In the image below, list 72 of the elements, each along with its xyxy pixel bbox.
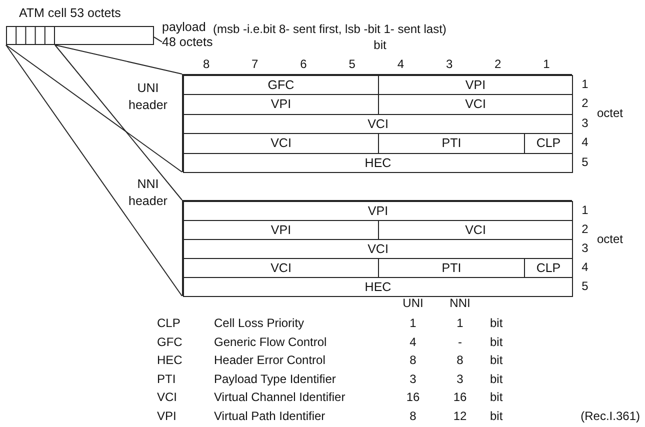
octet-number: 2 bbox=[580, 222, 590, 236]
octet-number: 3 bbox=[580, 241, 590, 255]
projection-line bbox=[6, 44, 182, 172]
octet-number: 3 bbox=[580, 116, 590, 130]
bit-count: 1 bbox=[456, 316, 464, 330]
axis-title: octet bbox=[597, 106, 624, 120]
octet-number: 2 bbox=[580, 96, 590, 110]
field-name: Generic Flow Control bbox=[214, 334, 328, 349]
bit-count: 16 bbox=[452, 390, 468, 404]
octet-number: 1 bbox=[580, 77, 590, 91]
leader-line bbox=[154, 36, 162, 42]
unit-label: bit bbox=[490, 334, 504, 349]
bit-count: 3 bbox=[408, 372, 418, 386]
bit-count: 8 bbox=[408, 409, 418, 423]
header-table bbox=[182, 74, 572, 172]
unit-label: bit bbox=[490, 372, 504, 386]
header-label: UNI header bbox=[128, 80, 168, 114]
unit-label: bit bbox=[490, 390, 504, 404]
axis-title: bit bbox=[372, 38, 388, 52]
abbreviation: HEC bbox=[157, 353, 184, 368]
reference-note: (Rec.I.361) bbox=[580, 409, 640, 423]
octet-number: 4 bbox=[580, 135, 590, 150]
header-table bbox=[182, 200, 572, 296]
field-name: Payload Type Identifier bbox=[214, 372, 337, 386]
unit-label: bit bbox=[490, 409, 504, 423]
field-name: Cell Loss Priority bbox=[214, 316, 306, 330]
unit-label: bit bbox=[490, 353, 504, 368]
bit-order-note: (msb -i.e.bit 8- sent first, lsb -bit 1- sent last) bbox=[213, 22, 448, 36]
octet-number: 5 bbox=[580, 279, 590, 293]
header-field: GFC bbox=[183, 75, 379, 96]
projection-line bbox=[54, 44, 182, 200]
abbreviation: VCI bbox=[157, 390, 178, 404]
bit-count: 8 bbox=[456, 353, 464, 368]
bit-number: 3 bbox=[444, 57, 454, 71]
bit-number: 7 bbox=[250, 57, 260, 71]
field-name: Virtual Path Identifier bbox=[214, 409, 326, 423]
unit-label: bit bbox=[490, 316, 504, 330]
abbreviation: PTI bbox=[157, 372, 177, 386]
octet-number: 5 bbox=[580, 154, 590, 169]
cell-title: ATM cell 53 octets bbox=[19, 6, 121, 20]
header-field: HEC bbox=[183, 152, 573, 173]
field-name: Header Error Control bbox=[214, 353, 326, 368]
octet-number: 4 bbox=[580, 260, 590, 274]
bit-count: 3 bbox=[456, 372, 464, 386]
bit-count: 12 bbox=[452, 409, 468, 423]
header-label: NNI header bbox=[128, 176, 168, 210]
header-field: VCI bbox=[183, 239, 573, 259]
field-name: Virtual Channel Identifier bbox=[214, 390, 346, 404]
abbreviation: CLP bbox=[157, 316, 182, 330]
column-header: UNI bbox=[402, 296, 424, 310]
header-field: VPI bbox=[183, 201, 573, 221]
bit-count: 16 bbox=[405, 390, 421, 404]
bit-number: 1 bbox=[542, 57, 551, 71]
projection-line bbox=[6, 44, 182, 296]
bit-number: 6 bbox=[299, 57, 308, 71]
projection-line bbox=[54, 44, 182, 74]
bit-count: 1 bbox=[408, 316, 418, 330]
header-field: VPI bbox=[378, 75, 573, 96]
bit-number: 4 bbox=[396, 57, 406, 71]
octet-number: 1 bbox=[580, 203, 590, 217]
header-field: HEC bbox=[183, 277, 573, 297]
bit-number: 5 bbox=[348, 57, 356, 71]
abbreviation: VPI bbox=[157, 409, 178, 423]
bit-count: - bbox=[457, 334, 463, 349]
abbreviation: GFC bbox=[157, 334, 184, 349]
bit-number: 8 bbox=[202, 57, 211, 71]
axis-title: octet bbox=[597, 232, 624, 246]
bit-number: 2 bbox=[494, 57, 502, 71]
header-field: VCI bbox=[183, 114, 573, 134]
bit-count: 4 bbox=[408, 334, 418, 349]
bit-count: 8 bbox=[408, 353, 418, 368]
column-header: NNI bbox=[448, 296, 472, 310]
